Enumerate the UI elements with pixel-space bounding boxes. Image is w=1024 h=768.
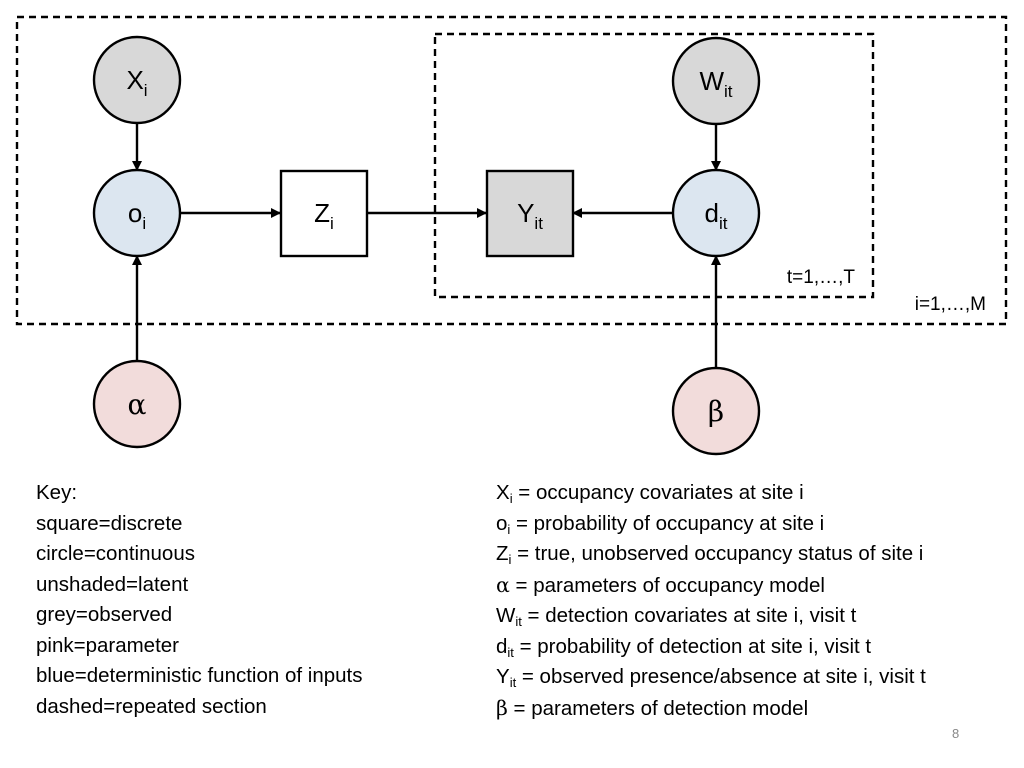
graphical-model-diagram: i=1,…,M t=1,…,T Xi oi α Zi Yit Wit dit	[15, 15, 1008, 456]
node-x-covariates: Xi	[92, 35, 182, 125]
svg-text:dit: dit	[705, 198, 728, 233]
legend-item-o: oi = probability of occupancy at site i	[496, 511, 825, 537]
legend-item-x: Xi = occupancy covariates at site i	[496, 481, 804, 506]
key-item: dashed=repeated section	[36, 694, 267, 718]
legend-item-d: dit = probability of detection at site i…	[496, 634, 872, 660]
legend-item-z: Zi = true, unobserved occupancy status o…	[496, 542, 924, 567]
outer-plate-site	[15, 15, 1008, 326]
variable-legend: Xi = occupancy covariates at site i oi =…	[496, 478, 926, 724]
page-number: 8	[952, 726, 960, 741]
node-alpha-parameter: α	[92, 359, 182, 449]
outer-plate-label: i=1,…,M	[915, 294, 986, 315]
inner-plate-label: t=1,…,T	[787, 267, 855, 288]
inner-plate-visit	[433, 32, 875, 299]
key-section: Key: square=discrete circle=continuous u…	[36, 478, 362, 722]
key-item: unshaded=latent	[36, 572, 189, 596]
svg-text:Zi: Zi	[314, 198, 334, 233]
svg-text:β: β	[708, 395, 724, 428]
key-item: square=discrete	[36, 511, 183, 535]
svg-text:Xi: Xi	[126, 65, 147, 100]
legend-item-alpha: α = parameters of occupancy model	[496, 572, 825, 597]
key-item: pink=parameter	[36, 633, 180, 657]
svg-text:Yit: Yit	[517, 198, 543, 233]
svg-text:Wit: Wit	[699, 66, 732, 101]
node-o-occupancy-probability: oi	[92, 168, 182, 258]
key-item: grey=observed	[36, 603, 173, 626]
node-d-detection-probability: dit	[671, 168, 761, 258]
node-beta-parameter: β	[671, 366, 761, 456]
key-item: circle=continuous	[36, 542, 195, 565]
node-z-occupancy-status: Zi	[279, 169, 369, 258]
node-w-detection-covariates: Wit	[671, 36, 761, 126]
svg-text:oi: oi	[128, 198, 146, 233]
legend-item-y: Yit = observed presence/absence at site …	[496, 665, 926, 690]
svg-text:α: α	[128, 388, 147, 421]
legend-item-beta: β = parameters of detection model	[496, 695, 809, 720]
key-item: blue=deterministic function of inputs	[36, 664, 363, 687]
key-title: Key:	[36, 481, 78, 504]
legend-item-w: Wit = detection covariates at site i, vi…	[496, 604, 857, 629]
node-y-observed-presence: Yit	[485, 169, 575, 258]
